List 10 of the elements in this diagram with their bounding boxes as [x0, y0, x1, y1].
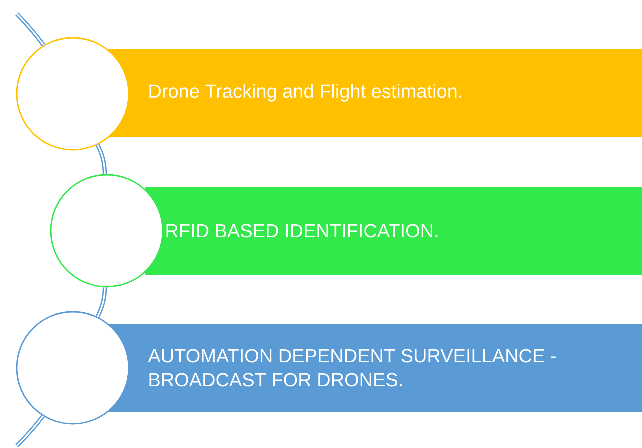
circle — [16, 37, 130, 151]
text-band: Drone Tracking and Flight estimation. — [108, 49, 642, 137]
arc-segment — [96, 288, 108, 318]
circle — [16, 311, 130, 425]
text-band: AUTOMATION DEPENDENT SURVEILLANCE - BROADCAST FOR DRONES. — [108, 324, 642, 412]
circle — [50, 174, 164, 288]
text-band: RFID BASED IDENTIFICATION. — [145, 187, 642, 275]
arc-segment — [16, 414, 45, 448]
arc-segment — [96, 144, 108, 174]
arc-segment — [16, 12, 46, 47]
